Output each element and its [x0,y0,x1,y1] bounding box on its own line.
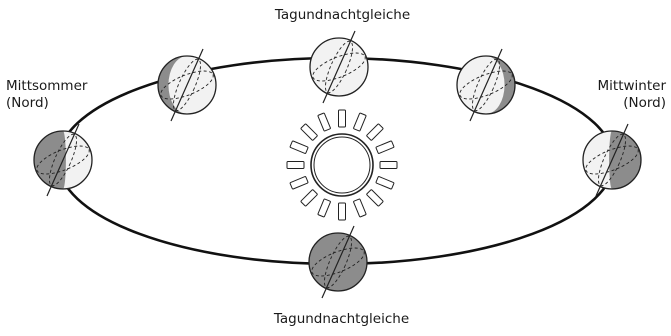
label-equinox-bottom: Tagundnachtgleiche [273,311,410,327]
sun-ray [353,198,367,218]
label-midsummer-line1: Mittsommer [6,78,88,94]
sun-ray [317,198,331,218]
sun-ray [317,112,331,132]
earth-midsummer [33,123,93,197]
earth-equinox-bottom [308,225,368,299]
sun-ray [375,176,395,190]
label-midwinter: Mittwinter (Nord) [598,78,666,112]
sun-ray [338,202,346,221]
earth-topleft [157,48,217,122]
label-midsummer-line2: (Nord) [6,95,49,111]
sun-ray [289,176,309,190]
sun-icon [286,109,398,221]
earth-equinox-top [309,30,369,104]
sun-ray [366,189,384,207]
label-midsummer: Mittsommer (Nord) [6,78,87,112]
label-equinox-top: Tagundnachtgleiche [274,7,411,23]
sun-ray [366,123,384,141]
sun-ray [289,140,309,154]
earth-topright [456,48,516,122]
sun-ray [353,112,367,132]
label-midwinter-line1: Mittwinter [597,78,666,94]
label-midwinter-line2: (Nord) [623,95,666,111]
sun-ray [379,161,398,169]
earth-midwinter [582,123,642,197]
sun-ray [286,161,305,169]
sun-ray [300,123,318,141]
sun-ray [300,189,318,207]
sun-ray [338,109,346,128]
sun-ray [375,140,395,154]
